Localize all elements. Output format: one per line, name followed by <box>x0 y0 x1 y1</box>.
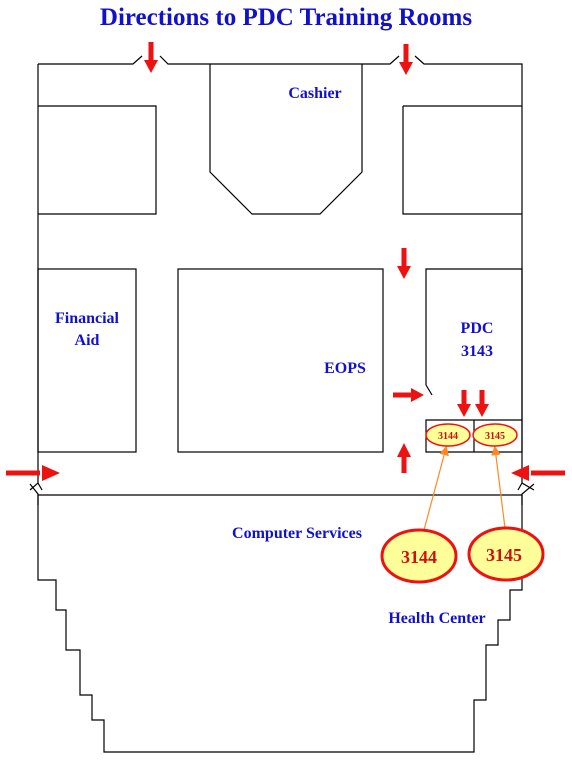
room-3145-callout[interactable] <box>467 526 545 582</box>
pointer-3145 <box>491 445 506 529</box>
label-eops: EOPS <box>324 360 366 377</box>
label-cashier: Cashier <box>288 85 341 102</box>
label-pdc-2: 3143 <box>461 343 493 360</box>
financial-aid-room <box>37 268 137 453</box>
south-building <box>37 494 523 753</box>
building-outline <box>29 55 535 491</box>
room-3145-tag[interactable] <box>472 423 518 447</box>
arrow-corridor-up <box>397 443 411 473</box>
label-computer-services: Computer Services <box>232 525 362 542</box>
arrow-pdc-right <box>393 388 424 402</box>
map-title: Directions to PDC Training Rooms <box>99 4 473 31</box>
arrow-north-left <box>144 42 158 73</box>
arrow-east-entry <box>511 465 565 481</box>
north-corridor <box>38 105 522 215</box>
arrow-west-entry <box>6 465 60 481</box>
room-3144-tag-text: 3144 <box>438 431 458 442</box>
room-3145-tag-text: 3145 <box>485 431 505 442</box>
arrow-room-3144-down <box>457 390 471 417</box>
room-3145-callout-text: 3145 <box>486 545 522 565</box>
label-financial-aid-2: Aid <box>75 332 100 349</box>
arrow-room-3145-down <box>475 390 489 417</box>
room-3144-callout-text: 3144 <box>401 547 437 567</box>
room-3144-callout[interactable] <box>380 528 458 584</box>
label-health-center: Health Center <box>388 610 485 627</box>
cashier-room <box>209 64 363 215</box>
eops-room <box>177 268 384 453</box>
pointer-3144 <box>423 445 449 531</box>
label-financial-aid-1: Financial <box>55 310 120 327</box>
arrow-corridor-down <box>397 248 411 279</box>
room-3144-tag[interactable] <box>425 423 471 447</box>
label-pdc-1: PDC <box>461 320 494 337</box>
arrow-north-right <box>399 44 413 75</box>
